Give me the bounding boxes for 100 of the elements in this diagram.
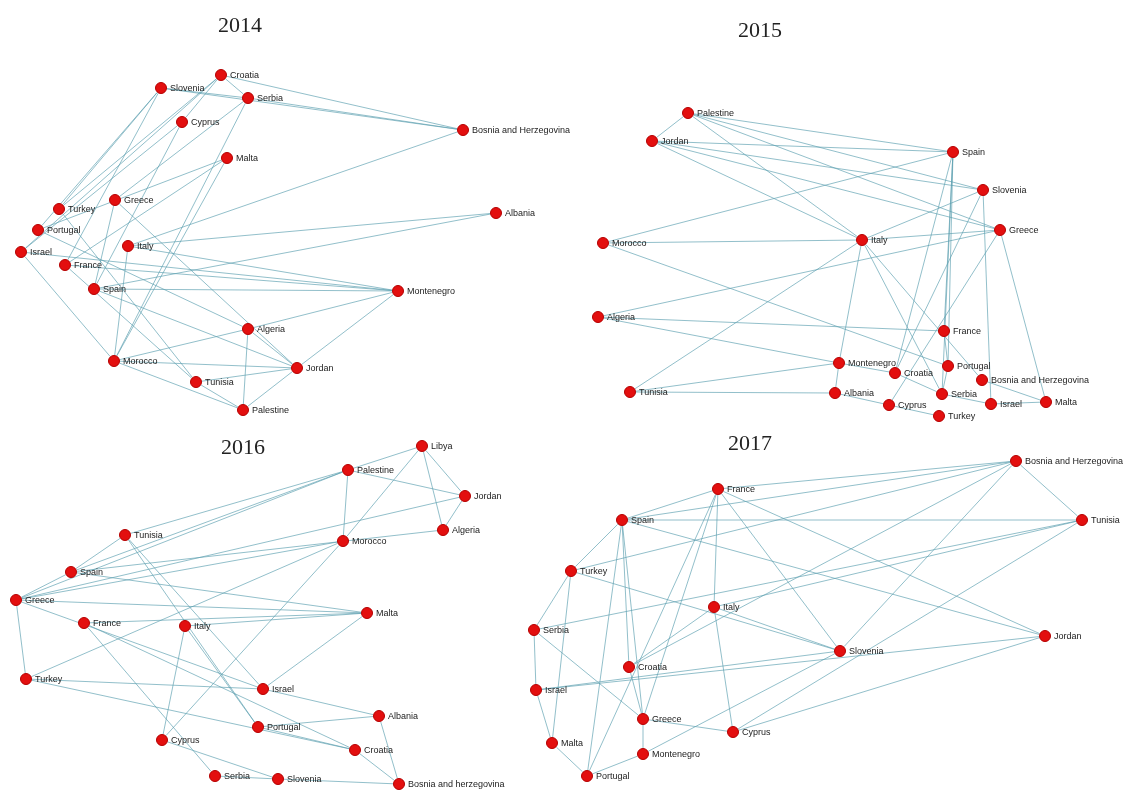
country-label: Palestine — [357, 465, 395, 475]
network-edge — [633, 610, 710, 664]
network-edge — [835, 368, 839, 388]
country-label: Cyprus — [191, 117, 220, 127]
network-edge — [185, 79, 218, 118]
network-edge — [283, 778, 394, 785]
network-edge — [133, 246, 393, 291]
network-edge — [263, 727, 350, 750]
country-label: Portugal — [47, 225, 81, 235]
country-label: Cyprus — [171, 735, 200, 745]
network-edge — [635, 391, 830, 394]
country-label: Italy — [723, 602, 740, 612]
network-edge — [119, 101, 244, 197]
country-label: Palestine — [697, 108, 735, 118]
network-edge — [25, 125, 178, 249]
network-edge — [552, 576, 571, 738]
country-label: Albania — [388, 711, 419, 721]
country-label: Serbia — [543, 625, 569, 635]
country-label: Slovenia — [849, 646, 884, 656]
network-edge — [76, 530, 438, 572]
country-label: Italy — [194, 621, 211, 631]
network-edge — [627, 461, 1011, 520]
network-edge — [359, 753, 395, 781]
country-label: Malta — [236, 153, 258, 163]
network-edge — [633, 463, 1012, 665]
network-edge — [630, 672, 642, 714]
network-edge — [941, 157, 954, 389]
network-edge — [627, 519, 1077, 521]
network-edge — [996, 401, 1041, 405]
network-edge — [1020, 464, 1078, 517]
network-edge — [719, 520, 1077, 607]
network-edge — [16, 605, 26, 674]
network-edge — [693, 114, 978, 189]
network-edge — [721, 493, 837, 647]
network-edge — [346, 450, 419, 537]
network-edge — [425, 450, 462, 492]
country-label: Bosnia and herzegovina — [408, 779, 505, 789]
network-edge — [24, 256, 111, 357]
network-edge — [268, 689, 374, 716]
network-edge — [301, 294, 394, 365]
country-label: Bosnia and Herzegovina — [1025, 456, 1124, 466]
network-edge — [165, 545, 340, 736]
network-edge — [723, 491, 1040, 634]
network-edge — [648, 719, 728, 732]
country-label: Palestine — [252, 405, 290, 415]
network-edge — [537, 695, 551, 738]
network-edge — [252, 332, 293, 365]
network-edge — [896, 157, 952, 368]
network-edge — [692, 116, 858, 237]
country-label: Serbia — [224, 771, 250, 781]
country-label: Spain — [631, 515, 655, 525]
network-edge — [200, 384, 239, 408]
network-edge — [719, 608, 835, 650]
country-label: Croatia — [638, 662, 667, 672]
network-edge — [69, 268, 192, 379]
country-label: Tunisia — [639, 387, 668, 397]
network-edge — [657, 142, 995, 229]
network-edge — [247, 371, 293, 407]
network-edge — [642, 724, 644, 749]
network-edge — [839, 245, 862, 358]
network-edge — [62, 213, 193, 378]
country-label: Croatia — [230, 70, 259, 80]
network-edge — [533, 635, 537, 685]
country-label: Montenegro — [652, 749, 701, 759]
country-label: Tunisia — [1091, 515, 1120, 525]
country-label: Slovenia — [287, 774, 322, 784]
country-label: Algeria — [257, 324, 285, 334]
country-label: Portugal — [596, 771, 630, 781]
year-heading: 2015 — [738, 19, 782, 41]
network-edge — [166, 88, 458, 130]
country-label: Serbia — [257, 93, 283, 103]
network-edge — [43, 232, 243, 327]
network-edge — [644, 494, 717, 714]
network-edge — [627, 521, 1040, 635]
network-edge — [342, 475, 349, 536]
network-edge — [738, 637, 1040, 731]
network-edge — [380, 721, 398, 779]
country-label: Algeria — [607, 312, 635, 322]
network-edge — [94, 205, 115, 284]
country-label: Morocco — [352, 536, 387, 546]
network-edge — [627, 490, 713, 519]
network-edge — [541, 651, 835, 690]
network-edge — [603, 230, 995, 317]
network-edge — [76, 471, 343, 571]
country-label: Tunisia — [134, 530, 163, 540]
network-edge — [840, 393, 884, 405]
network-edge — [99, 290, 292, 367]
network-edge — [133, 213, 491, 246]
country-label: France — [93, 618, 121, 628]
network-edge — [162, 631, 185, 735]
network-edge — [226, 75, 458, 130]
network-edge — [622, 525, 643, 714]
network-edge — [67, 92, 159, 261]
country-label: Bosnia and Herzegovina — [472, 125, 571, 135]
country-label: Slovenia — [992, 185, 1027, 195]
country-label: Albania — [844, 388, 875, 398]
network-edge — [167, 741, 273, 778]
network-edge — [587, 525, 622, 771]
network-edge — [536, 575, 569, 626]
network-edge — [119, 329, 243, 361]
